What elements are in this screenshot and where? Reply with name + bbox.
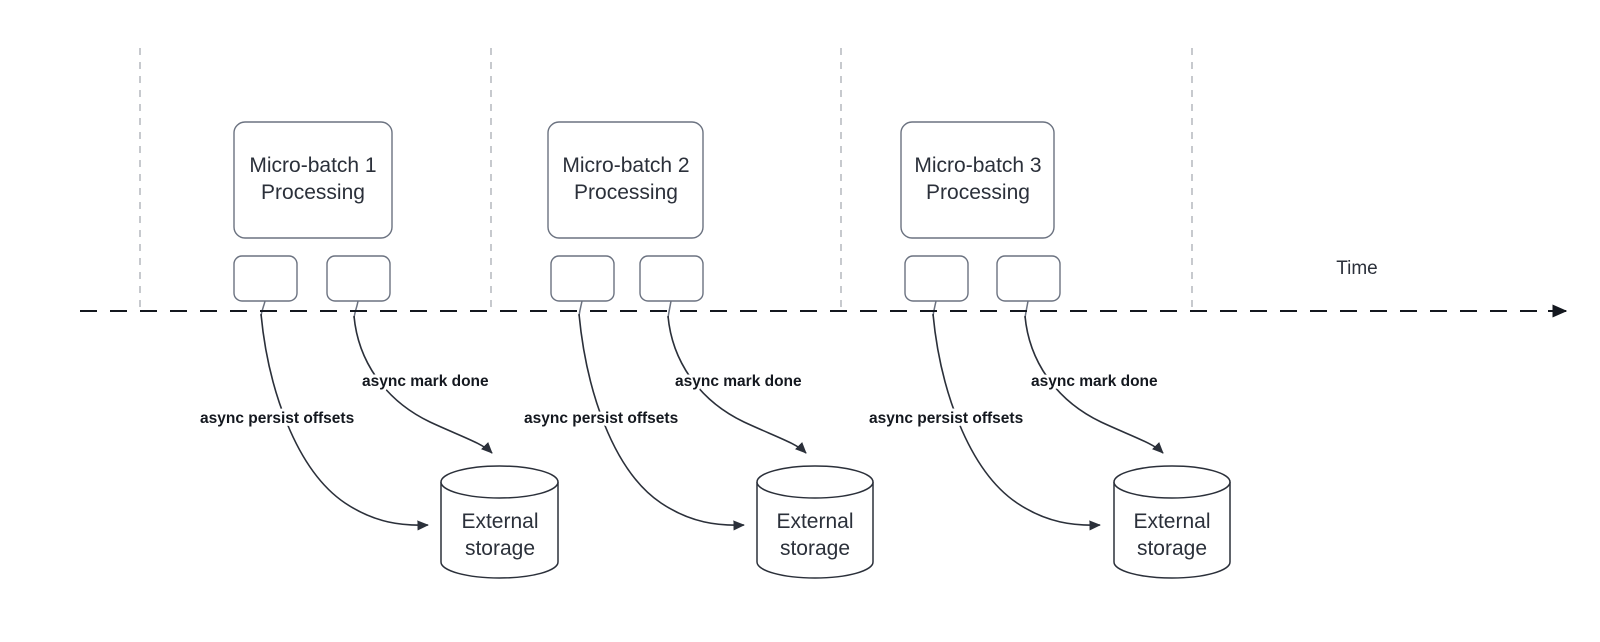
external-storage-3[interactable]: External storage [1113,465,1231,579]
external-storage-2-top [756,465,874,499]
micro-batch-3-offsets-stem [932,300,937,317]
external-storage-3-label-line2: storage [1137,537,1207,560]
micro-batch-2-persist-offsets-label-halo: async persist offsets [524,410,678,427]
micro-batch-1-box[interactable] [233,121,393,239]
timeline-axis-group: Time [80,258,1568,318]
micro-batch-3-mark-done-label-halo: async mark done [1031,373,1158,390]
micro-batch-group-1: Micro-batch 1 Processing async persist o… [197,121,559,579]
external-storage-3-body [1113,482,1231,579]
micro-batch-3-persist-offsets-label-halo: async persist offsets [869,410,1023,427]
external-storage-2-label-line2: storage [780,537,850,560]
micro-batch-2-persist-offsets-edge [578,313,745,531]
micro-batch-2-mark-done-edge [667,315,807,454]
micro-batch-group-2: Micro-batch 2 Processing async persist o… [521,121,874,579]
micro-batch-1-label-line1: Micro-batch 1 [249,154,376,177]
external-storage-2[interactable]: External storage [756,465,874,579]
micro-batch-3-box[interactable] [900,121,1055,239]
external-storage-2-label-line1: External [776,510,853,533]
micro-batch-3-label-line1: Micro-batch 3 [914,154,1041,177]
micro-batch-1-label-line2: Processing [261,181,365,204]
micro-batch-3-markdone-stem [1024,300,1029,319]
micro-batch-3-mark-done-edge [1024,315,1164,454]
micro-batch-3-persist-offsets-edge [932,313,1101,531]
micro-batch-2-offsets-task-box[interactable] [550,255,615,302]
micro-batch-group-3: Micro-batch 3 Processing async persist o… [866,121,1231,579]
micro-batch-1-persist-offsets-edge [260,313,429,531]
micro-batch-3-label-line2: Processing [926,181,1030,204]
micro-batch-1-persist-offsets-label-halo: async persist offsets [200,410,354,427]
micro-batch-2-mark-done-label-halo: async mark done [675,373,802,390]
external-storage-2-body [756,482,874,579]
micro-batch-3-mark-done-label: async mark done [1031,373,1158,390]
micro-batch-1-mark-done-label-halo: async mark done [362,373,489,390]
external-storage-1-label-line1: External [461,510,538,533]
micro-batch-2-label-line1: Micro-batch 2 [562,154,689,177]
micro-batch-2-box[interactable] [547,121,704,239]
external-storage-1-body [440,482,559,579]
micro-batch-1-offsets-stem [260,300,266,317]
external-storage-1-top [440,465,559,499]
micro-batch-1-offsets-task-box[interactable] [233,255,298,302]
external-storage-1-label-line2: storage [465,537,535,560]
micro-batch-2-offsets-stem [578,300,583,317]
micro-batch-3-persist-offsets-label: async persist offsets [869,410,1023,427]
external-storage-3-label-line1: External [1133,510,1210,533]
micro-batch-2-mark-done-label: async mark done [675,373,802,390]
micro-batch-2-persist-offsets-label: async persist offsets [524,410,678,427]
micro-batch-3-markdone-task-box[interactable] [996,255,1061,302]
micro-batch-1-markdone-task-box[interactable] [326,255,391,302]
micro-batch-1-markdone-stem [353,300,359,319]
external-storage-1[interactable]: External storage [440,465,559,579]
external-storage-3-top [1113,465,1231,499]
micro-batch-3-offsets-task-box[interactable] [904,255,969,302]
micro-batch-2-label-line2: Processing [574,181,678,204]
micro-batch-1-mark-done-label: async mark done [362,373,489,390]
time-axis-label: Time [1336,258,1378,279]
micro-batch-1-mark-done-edge [353,315,493,454]
timeline-tick-group [139,48,1193,311]
micro-batch-2-markdone-stem [667,300,672,319]
micro-batch-1-persist-offsets-label: async persist offsets [200,410,354,427]
micro-batch-2-markdone-task-box[interactable] [639,255,704,302]
